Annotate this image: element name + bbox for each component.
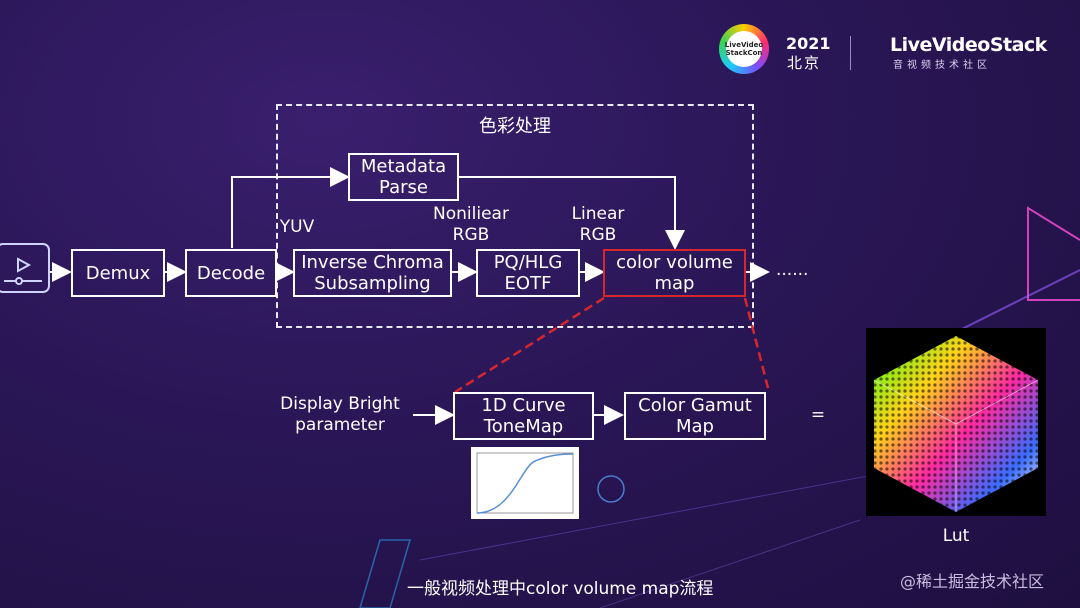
metadata-parse-box: Metadata Parse xyxy=(348,153,459,201)
watermark: @稀土掘金技术社区 xyxy=(900,572,1045,591)
tone-curve-thumbnail xyxy=(471,447,579,519)
inverse-chroma-box: Inverse Chroma Subsampling xyxy=(293,249,452,297)
curve-tonemap-box: 1D Curve ToneMap xyxy=(453,392,594,440)
brand-logo: LiveVideoStack xyxy=(890,34,1047,56)
region-title: 色彩处理 xyxy=(479,116,551,137)
display-bright-label: Display Bright parameter xyxy=(280,394,400,435)
slide-caption: 一般视频处理中color volume map流程 xyxy=(407,579,714,599)
lut-cube-image xyxy=(866,328,1046,516)
video-input-icon xyxy=(0,243,50,293)
event-logo-text: LiveVideo StackCon xyxy=(725,31,763,67)
pq-hlg-eotf-box: PQ/HLG EOTF xyxy=(476,249,580,297)
yuv-label: YUV xyxy=(279,217,315,237)
header-divider xyxy=(850,36,851,70)
lut-label: Lut xyxy=(942,526,970,546)
demux-box: Demux xyxy=(71,249,165,297)
brand-subtitle: 音视频技术社区 xyxy=(893,60,991,71)
nonlinear-rgb-label: Noniliear RGB xyxy=(433,204,509,245)
color-volume-map-box: color volume map xyxy=(603,249,746,297)
decode-box: Decode xyxy=(185,249,277,297)
event-year: 2021 xyxy=(786,34,831,53)
equals-sign: = xyxy=(810,405,826,425)
color-gamut-map-box: Color Gamut Map xyxy=(624,392,766,440)
linear-rgb-label: Linear RGB xyxy=(571,204,625,245)
event-city: 北京 xyxy=(787,54,822,72)
continuation-ellipsis: ...... xyxy=(776,260,809,280)
event-logo: LiveVideo StackCon xyxy=(719,24,769,74)
